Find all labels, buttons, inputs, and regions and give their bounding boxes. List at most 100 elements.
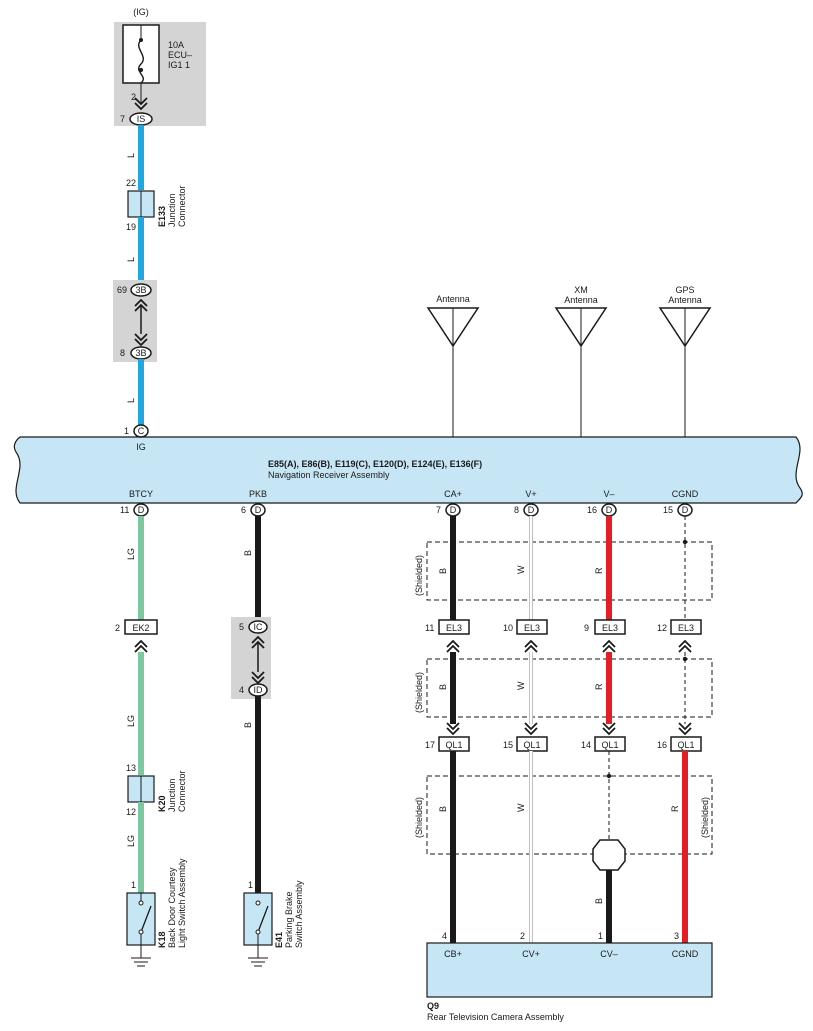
- pin-btcy: D 11: [120, 503, 149, 517]
- btcy-circuit: LG EK2 2 LG 13 12 K20 Junction Connector…: [115, 516, 187, 967]
- pin-cgnd-code: D: [682, 505, 689, 515]
- ground-splice-icon: [592, 839, 626, 871]
- k18-name-1: Back Door Courtesy: [167, 867, 177, 948]
- receiver-name: Navigation Receiver Assembly: [268, 470, 390, 480]
- pin-btcy-code: D: [138, 505, 145, 515]
- shield-middle-label: (Shielded): [414, 672, 424, 713]
- ic-pin: 5: [239, 622, 244, 632]
- ql1-v-minus-code: QL1: [601, 740, 618, 750]
- e41-ground-icon: [248, 945, 268, 967]
- ql1-v-plus-code: QL1: [523, 740, 540, 750]
- shield-lower-label-left: (Shielded): [414, 797, 424, 838]
- navigation-receiver: C 1 IG E85(A), E86(B), E119(C), E120(D),…: [13, 424, 803, 504]
- ig-terminal-name: IG: [136, 442, 146, 452]
- shield-middle: [426, 658, 713, 718]
- el3-ca-plus-pin: 11: [425, 623, 434, 633]
- pin-v-minus: D 16: [587, 503, 617, 517]
- el3-ca-plus: [438, 619, 470, 635]
- fuse-link: [138, 39, 144, 84]
- terminal-btcy: BTCY: [129, 489, 153, 499]
- ic-code: IC: [254, 622, 264, 632]
- e41-name-2: Switch Assembly: [294, 880, 304, 948]
- k20-pin-bottom: 12: [126, 807, 136, 817]
- lower-color-b: B: [438, 806, 448, 812]
- ek2-connector: [124, 619, 158, 635]
- receiver-connectors: E85(A), E86(B), E119(C), E120(D), E124(E…: [268, 459, 482, 469]
- 3b-connector-top: [130, 283, 152, 297]
- e41-name-1: Parking Brake: [284, 891, 294, 948]
- antenna-3-label-2: Antenna: [668, 295, 702, 305]
- el3-cgnd-code: EL3: [678, 623, 694, 633]
- terminal-pkb: PKB: [249, 489, 267, 499]
- pin-cgnd: D 15: [663, 503, 693, 517]
- video-section-lower: (Shielded) (Shielded) B W B R: [414, 751, 713, 943]
- camera-pin-cv-minus: 1: [598, 931, 603, 941]
- k18-name-2: Light Switch Assembly: [177, 858, 187, 948]
- camera-code: Q9: [427, 1001, 439, 1011]
- pin-ca-plus-number: 7: [436, 505, 441, 515]
- k18-code: K18: [157, 931, 167, 948]
- pin-v-minus-number: 16: [587, 505, 597, 515]
- pin-v-plus-code: D: [528, 505, 535, 515]
- k20-code: K20: [157, 795, 167, 812]
- pin-v-minus-code: D: [606, 505, 613, 515]
- ig-wire-color-1: L: [126, 153, 136, 158]
- is-connector-pin: 7: [120, 114, 125, 124]
- camera-pin-cv-plus: 2: [520, 931, 525, 941]
- e133-name-1: Junction: [167, 193, 177, 227]
- antennas: Antenna XM Antenna GPS Antenna: [426, 285, 712, 437]
- receiver-box: [13, 436, 803, 504]
- e133-code: E133: [157, 206, 167, 227]
- e133-pin-bottom: 19: [126, 222, 136, 232]
- antenna-3: GPS Antenna: [658, 285, 712, 437]
- pin-ca-plus-code: D: [450, 505, 457, 515]
- ek2-pin: 2: [115, 623, 120, 633]
- lower-color-w: W: [516, 803, 526, 812]
- shield-lower-label-right: (Shielded): [700, 797, 710, 838]
- el3-v-plus: [516, 619, 548, 635]
- terminal-ca-plus: CA+: [444, 489, 462, 499]
- ql1-cgnd-code: QL1: [677, 740, 694, 750]
- ig-wire-color-2: L: [126, 257, 136, 262]
- ig-pin-c: [133, 424, 149, 438]
- el3-v-plus-pin: 10: [503, 623, 513, 633]
- pin-ca-plus: D 7: [436, 503, 461, 517]
- ic-connector: [248, 620, 268, 634]
- pin-v-plus-number: 8: [514, 505, 519, 515]
- ek2-code: EK2: [132, 623, 149, 633]
- middle-color-w: W: [516, 681, 526, 690]
- camera-terminal-cv-plus: CV+: [522, 949, 540, 959]
- id-pin: 4: [239, 685, 244, 695]
- camera-terminal-cv-minus: CV–: [600, 949, 618, 959]
- video-section-upper: (Shielded) B W R: [414, 516, 713, 620]
- 3b-code-top: 3B: [135, 285, 146, 295]
- btcy-wire-color-1: LG: [126, 548, 136, 560]
- fuse-pin: 2: [131, 92, 136, 102]
- 3b-code-bottom: 3B: [135, 348, 146, 358]
- el3-v-minus: [594, 619, 626, 635]
- lower-color-r: R: [670, 805, 680, 812]
- 3b-pin-top: 69: [117, 285, 127, 295]
- id-code: ID: [254, 685, 264, 695]
- antenna-2: XM Antenna: [554, 285, 608, 437]
- shield-lower: [426, 775, 713, 855]
- 3b-pin-bottom: 8: [120, 348, 125, 358]
- pkb-wire-color-1: B: [243, 550, 253, 556]
- el3-connectors: EL3 11 EL3 10 EL3 9 EL3 12: [425, 619, 702, 653]
- pin-pkb-number: 6: [241, 505, 246, 515]
- shield-upper: [426, 541, 713, 601]
- shield-upper-label: (Shielded): [414, 555, 424, 596]
- ig-pin-number: 1: [124, 426, 129, 436]
- el3-v-minus-code: EL3: [602, 623, 618, 633]
- lower-color-b2: B: [594, 898, 604, 904]
- pin-pkb: D 6: [241, 503, 266, 517]
- camera-terminal-cb-plus: CB+: [444, 949, 462, 959]
- fuse-rating: 10A: [168, 40, 184, 50]
- antenna-1: Antenna: [426, 294, 480, 437]
- pkb-wire-color-2: B: [243, 722, 253, 728]
- camera-pin-cgnd: 3: [674, 931, 679, 941]
- rear-camera: 4 2 1 3 CB+ CV+ CV– CGND Q9 Rear Televis…: [426, 931, 713, 1022]
- ig-source-label: (IG): [133, 7, 149, 17]
- fuse-arrow: [134, 97, 148, 111]
